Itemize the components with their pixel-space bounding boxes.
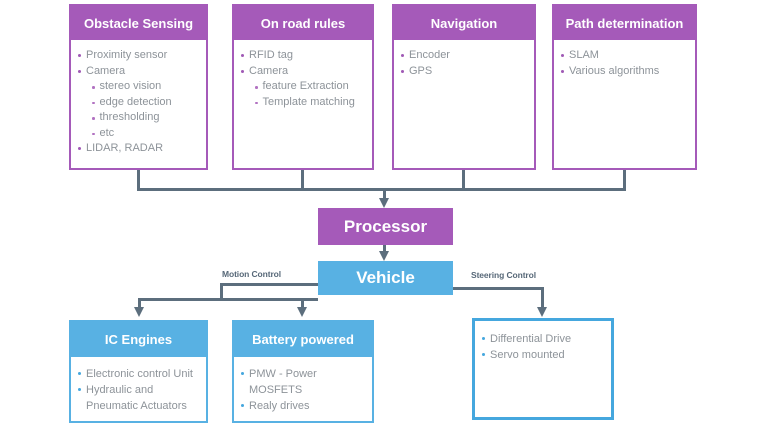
box-title: On road rules xyxy=(234,6,372,40)
edge-label-motion-control: Motion Control xyxy=(222,269,282,279)
connector-line xyxy=(138,300,141,308)
list-item: Encoder xyxy=(401,48,530,64)
arrowhead-down xyxy=(297,307,307,317)
list-item: etc xyxy=(78,126,202,142)
bullet-dot xyxy=(401,54,404,57)
box-body: Proximity sensor Camera stereo vision ed… xyxy=(71,40,206,157)
connector-line xyxy=(623,170,626,189)
bullet-dot xyxy=(241,69,244,73)
connector-line xyxy=(453,287,544,290)
box-title: Battery powered xyxy=(234,322,372,357)
box-title: Obstacle Sensing xyxy=(71,6,206,40)
box-body: Encoder GPS xyxy=(394,40,534,79)
on-road-rules-box: On road rules RFID tag Camera feature Ex… xyxy=(232,4,374,170)
list-item: Realy drives xyxy=(241,398,368,414)
list-item: Proximity sensor xyxy=(78,48,202,64)
bullet-dot xyxy=(482,353,485,356)
bullet-dot xyxy=(92,86,95,89)
bullet-dot xyxy=(482,337,485,340)
list-item: Template matching xyxy=(241,95,368,111)
arrowhead-down xyxy=(134,307,144,317)
processor-label: Processor xyxy=(343,216,428,236)
list-item: Differential Drive xyxy=(482,331,607,347)
list-item: Camera xyxy=(241,64,368,80)
bullet-dot xyxy=(241,404,244,407)
box-title: Navigation xyxy=(394,6,534,40)
battery-powered-box: Battery powered PMW - Power MOSFETS Real… xyxy=(232,320,374,423)
bullet-dot xyxy=(78,388,81,391)
bullet-dot xyxy=(78,54,81,57)
list-item: Electronic control Unit xyxy=(78,366,202,382)
navigation-box: Navigation Encoder GPS xyxy=(392,4,536,170)
bullet-dot xyxy=(92,101,95,104)
list-item: PMW - Power MOSFETS xyxy=(241,366,368,398)
bullet-dot xyxy=(561,54,564,57)
connector-line xyxy=(383,190,386,199)
connector-line xyxy=(137,188,626,191)
connector-line xyxy=(301,300,304,308)
drive-output-box: Differential Drive Servo mounted xyxy=(472,318,614,420)
bullet-dot xyxy=(92,132,95,135)
connector-line xyxy=(301,170,304,189)
path-determination-box: Path determination SLAM Various algorith… xyxy=(552,4,697,170)
bullet-dot xyxy=(78,69,81,73)
connector-line xyxy=(137,170,140,189)
list-item: stereo vision xyxy=(78,79,202,95)
bullet-dot xyxy=(255,86,258,89)
connector-line xyxy=(383,245,386,253)
bullet-dot xyxy=(255,101,258,104)
vehicle-label: Vehicle xyxy=(356,268,415,287)
box-body: PMW - Power MOSFETS Realy drives xyxy=(234,357,372,414)
bullet-dot xyxy=(241,54,244,57)
vehicle-node: Vehicle xyxy=(318,261,453,295)
box-body: Electronic control Unit Hydraulic and Pn… xyxy=(71,357,206,414)
connector-line xyxy=(138,298,318,301)
ic-engines-box: IC Engines Electronic control Unit Hydra… xyxy=(69,320,208,423)
bullet-dot xyxy=(78,147,81,150)
box-title: Path determination xyxy=(554,6,695,40)
edge-label-steering-control: Steering Control xyxy=(471,270,536,280)
bullet-dot xyxy=(401,69,404,73)
list-item: RFID tag xyxy=(241,48,368,64)
box-body: RFID tag Camera feature Extraction Templ… xyxy=(234,40,372,110)
box-body: SLAM Various algorithms xyxy=(554,40,695,79)
list-item: thresholding xyxy=(78,110,202,126)
list-item: edge detection xyxy=(78,95,202,111)
arrowhead-down xyxy=(379,198,389,208)
list-item: SLAM xyxy=(561,48,691,64)
connector-line xyxy=(220,283,223,301)
obstacle-sensing-box: Obstacle Sensing Proximity sensor Camera… xyxy=(69,4,208,170)
connector-line xyxy=(462,170,465,189)
connector-line xyxy=(541,287,544,308)
connector-line xyxy=(220,283,318,286)
list-item: Various algorithms xyxy=(561,64,691,80)
list-item: Servo mounted xyxy=(482,347,607,363)
bullet-dot xyxy=(78,372,81,375)
box-body: Differential Drive Servo mounted xyxy=(475,321,611,363)
list-item: LIDAR, RADAR xyxy=(78,141,202,157)
list-item: feature Extraction xyxy=(241,79,368,95)
bullet-dot xyxy=(241,372,244,375)
processor-node: Processor xyxy=(318,208,453,245)
bullet-dot xyxy=(92,117,95,120)
list-item: Camera xyxy=(78,64,202,80)
arrowhead-down xyxy=(537,307,547,317)
box-title: IC Engines xyxy=(71,322,206,357)
list-item: GPS xyxy=(401,64,530,80)
arrowhead-down xyxy=(379,251,389,261)
bullet-dot xyxy=(561,69,564,73)
list-item: Hydraulic and Pneumatic Actuators xyxy=(78,382,202,414)
